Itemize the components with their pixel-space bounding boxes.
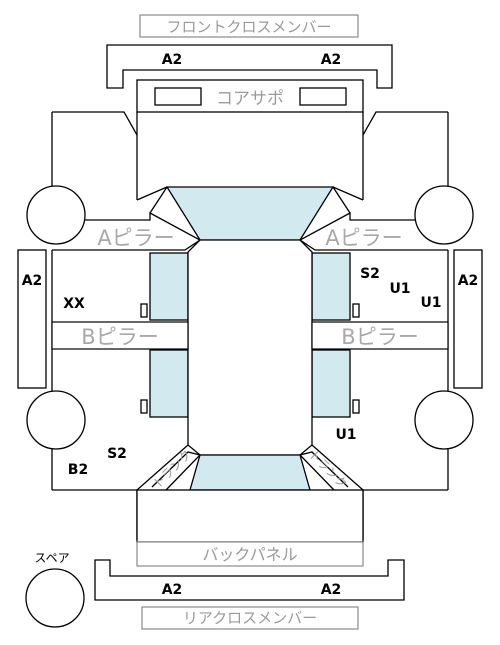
right-upper-u-code-b: U1 bbox=[420, 295, 441, 311]
right-front-glass bbox=[311, 252, 351, 321]
front-bumper-bracket bbox=[106, 44, 393, 89]
trunk-floor bbox=[136, 489, 364, 543]
left-rear-glass bbox=[149, 349, 189, 418]
right-upper-u-code-a: U1 bbox=[389, 281, 410, 297]
left-lower-b-code: B2 bbox=[68, 462, 88, 478]
windshield bbox=[165, 186, 335, 241]
left-rocker bbox=[17, 249, 47, 389]
core-support-right-slot bbox=[299, 87, 347, 106]
rear-window bbox=[189, 454, 311, 491]
b-pillar-right-band bbox=[311, 321, 449, 350]
left-rear-door-handle bbox=[140, 399, 148, 414]
rear-left-wheel bbox=[26, 390, 86, 450]
rear-cross-member-label: リアクロスメンバー bbox=[183, 609, 317, 627]
back-panel-label: バックパネル bbox=[202, 545, 297, 564]
left-b-pillar-upper-code: XX bbox=[63, 296, 85, 312]
core-support-left-slot bbox=[154, 87, 202, 106]
left-front-door-handle bbox=[140, 303, 148, 318]
right-rear-glass bbox=[311, 349, 351, 418]
right-rocker bbox=[453, 249, 483, 389]
a-pillar-right-label: Aピラー bbox=[325, 226, 402, 250]
rear-cross-member-box bbox=[141, 606, 359, 630]
b-pillar-left-label: Bピラー bbox=[81, 325, 158, 349]
front-right-code: A2 bbox=[321, 52, 342, 68]
left-front-glass bbox=[149, 252, 189, 321]
trunk-hinge-left bbox=[151, 451, 202, 491]
a-pillar-right-shape bbox=[298, 211, 448, 251]
engine-bay-outline bbox=[136, 112, 364, 200]
right-lower-u-code: U1 bbox=[335, 427, 356, 443]
core-support-label: コアサポ bbox=[216, 89, 284, 109]
rear-bumper-bracket bbox=[94, 559, 405, 601]
rear-right-code: A2 bbox=[321, 582, 342, 598]
trunk-hinge-right bbox=[298, 451, 349, 491]
side-left-code: A2 bbox=[22, 273, 43, 289]
side-right-code: A2 bbox=[458, 273, 479, 289]
a-pillar-left-label: Aピラー bbox=[97, 226, 174, 250]
back-panel-box bbox=[136, 541, 364, 567]
b-pillar-left-band bbox=[51, 321, 189, 350]
b-pillar-right-label: Bピラー bbox=[341, 325, 418, 349]
cabin-interior bbox=[187, 239, 313, 456]
front-left-wheel bbox=[26, 185, 86, 245]
front-cross-member-box bbox=[139, 14, 359, 38]
right-rear-door-handle bbox=[352, 399, 360, 414]
front-cross-member-label: フロントクロスメンバー bbox=[166, 18, 331, 36]
rear-right-wheel bbox=[414, 390, 474, 450]
right-front-door-handle bbox=[352, 303, 360, 318]
right-upper-s-code: S2 bbox=[360, 266, 380, 282]
left-lower-s-code: S2 bbox=[107, 446, 127, 462]
cowl-right bbox=[332, 186, 364, 214]
spare-tire bbox=[25, 568, 85, 628]
rear-left-code: A2 bbox=[162, 582, 183, 598]
front-left-code: A2 bbox=[162, 52, 183, 68]
front-right-wheel bbox=[414, 185, 474, 245]
spare-label: スペア bbox=[34, 551, 69, 565]
a-pillar-left-shape bbox=[52, 211, 202, 251]
cowl-left bbox=[136, 186, 168, 214]
